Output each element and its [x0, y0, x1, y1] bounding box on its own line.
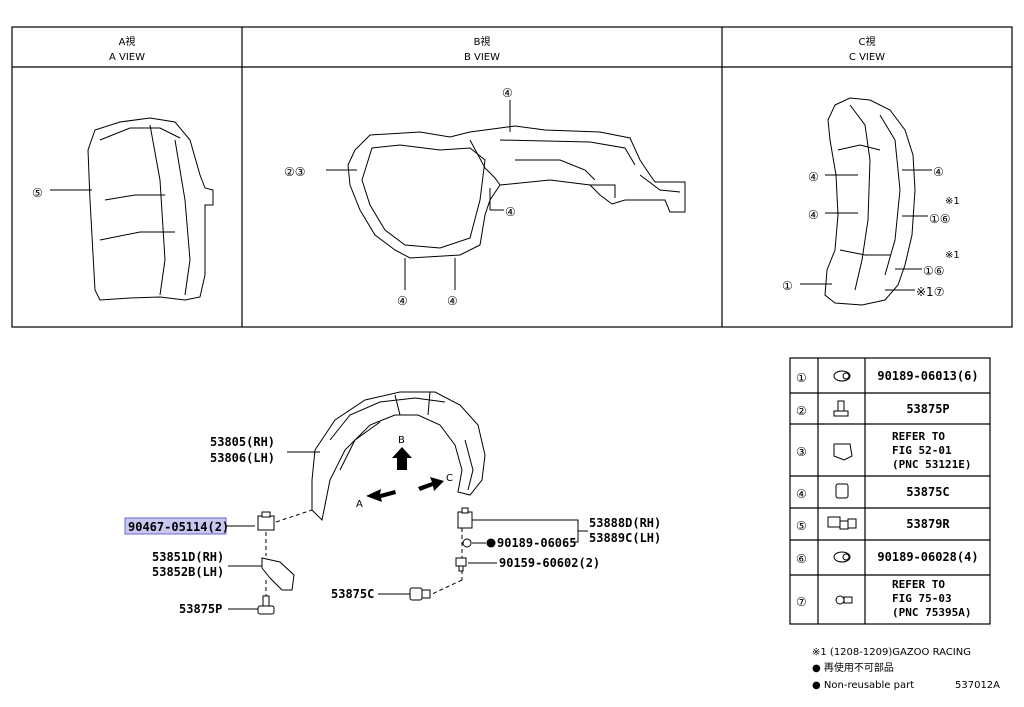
b-view-title-jp: B視 — [474, 35, 491, 48]
label-53851[interactable]: 53851D(RH) — [152, 550, 224, 564]
direction-arrows — [366, 447, 444, 502]
note-gazoo: ※1 (1208-1209)GAZOO RACING — [812, 647, 971, 658]
label-53806[interactable]: 53806(LH) — [210, 451, 275, 465]
rivet-icon — [835, 595, 853, 605]
note-bullet-jp: ● 再使用不可部品 — [812, 661, 894, 674]
clip-icon-6 — [833, 551, 851, 563]
dashed-clip-to-53875c — [431, 579, 463, 595]
a-view-liner-drawing — [87, 117, 214, 301]
legend-code-5[interactable]: 53879R — [906, 517, 950, 531]
label-53875c[interactable]: 53875C — [331, 587, 374, 601]
c-view-liner-drawing — [824, 97, 916, 306]
main-liner-drawing — [311, 391, 486, 522]
small-clip-90189 — [462, 538, 472, 548]
note-bullet-en: ● Non-reusable part — [812, 680, 914, 691]
arrow-b — [392, 447, 412, 470]
arrow-c — [418, 477, 444, 491]
b-callout-4-top: ④ — [502, 86, 513, 100]
dashed-90467 — [275, 509, 313, 523]
legend-num-5: ⑤ — [796, 519, 807, 533]
bracket-icon — [833, 443, 853, 461]
label-90189[interactable]: 90189-06065 — [497, 536, 576, 550]
b-view-liner-drawing — [347, 125, 686, 259]
label-90159[interactable]: 90159-60602(2) — [499, 556, 600, 570]
c-view-title-jp: C視 — [859, 35, 876, 48]
c-callout-16-top: ①⑥ — [929, 212, 951, 226]
c-callout-4-r: ④ — [933, 165, 944, 179]
label-53852[interactable]: 53852B(LH) — [152, 565, 224, 579]
bracket-53851 — [261, 557, 295, 591]
label-53805[interactable]: 53805(RH) — [210, 435, 275, 449]
c-note-1-top: ※1 — [945, 196, 960, 207]
push-clip-icon — [835, 483, 849, 499]
legend-code-7c: (PNC 75395A) — [892, 606, 971, 619]
nut-clip-90467 — [257, 511, 275, 531]
screw-icon — [833, 400, 849, 417]
a-callout-5: ⑤ — [32, 186, 43, 200]
legend-code-3b: FIG 52-01 — [892, 444, 952, 457]
b-callout-4-br: ④ — [447, 294, 458, 308]
legend-code-2[interactable]: 53875P — [906, 402, 949, 416]
label-90467[interactable]: 90467-05114(2) — [128, 520, 229, 534]
c-callout-1-left: ① — [782, 279, 793, 293]
figure-code: 537012A — [955, 680, 1000, 691]
legend-code-1[interactable]: 90189-06013(6) — [877, 369, 978, 383]
non-reusable-dot — [486, 538, 496, 548]
legend-code-3c: (PNC 53121E) — [892, 458, 971, 471]
b-view-title-en: B VIEW — [464, 52, 500, 63]
legend-num-2: ② — [796, 404, 807, 418]
dir-label-a: A — [356, 499, 363, 510]
b-callout-23: ②③ — [284, 165, 306, 179]
legend-num-7: ⑦ — [796, 595, 807, 609]
c-view-title-en: C VIEW — [849, 52, 885, 63]
a-view-title-jp: A視 — [119, 35, 136, 48]
legend-num-1: ① — [796, 371, 807, 385]
c-callout-4-tl: ④ — [808, 170, 819, 184]
clip-90159 — [455, 557, 467, 572]
arrow-a — [366, 489, 396, 502]
legend-code-3a[interactable]: REFER TO — [892, 430, 945, 443]
c-callout-4-ml: ④ — [808, 208, 819, 222]
dir-label-c: C — [446, 473, 453, 484]
legend-code-6[interactable]: 90189-06028(4) — [877, 550, 978, 564]
c-note-1-bot: ※1 — [945, 250, 960, 261]
clip-assy-53888 — [457, 507, 473, 529]
legend-code-4[interactable]: 53875C — [906, 485, 949, 499]
b-callout-4-bl: ④ — [397, 294, 408, 308]
screw-53875p — [257, 595, 275, 615]
view-panels — [11, 26, 1013, 328]
dir-label-b: B — [398, 435, 405, 446]
clip-set-icon — [827, 516, 857, 530]
c-callout-16-bot: ①⑥ — [923, 264, 945, 278]
c-callout-17: ※1⑦ — [916, 285, 944, 299]
legend-num-3: ③ — [796, 445, 807, 459]
legend-num-6: ⑥ — [796, 552, 807, 566]
label-53888[interactable]: 53888D(RH) — [589, 516, 661, 530]
legend-code-7b: FIG 75-03 — [892, 592, 952, 605]
legend-code-7a[interactable]: REFER TO — [892, 578, 945, 591]
label-53875p[interactable]: 53875P — [179, 602, 222, 616]
legend-num-4: ④ — [796, 487, 807, 501]
label-53889[interactable]: 53889C(LH) — [589, 531, 661, 545]
push-clip-53875c — [409, 587, 431, 601]
legend-table-grid — [789, 357, 991, 625]
clip-icon — [833, 370, 851, 382]
b-callout-4-mid: ④ — [505, 205, 516, 219]
a-view-title-en: A VIEW — [109, 52, 145, 63]
